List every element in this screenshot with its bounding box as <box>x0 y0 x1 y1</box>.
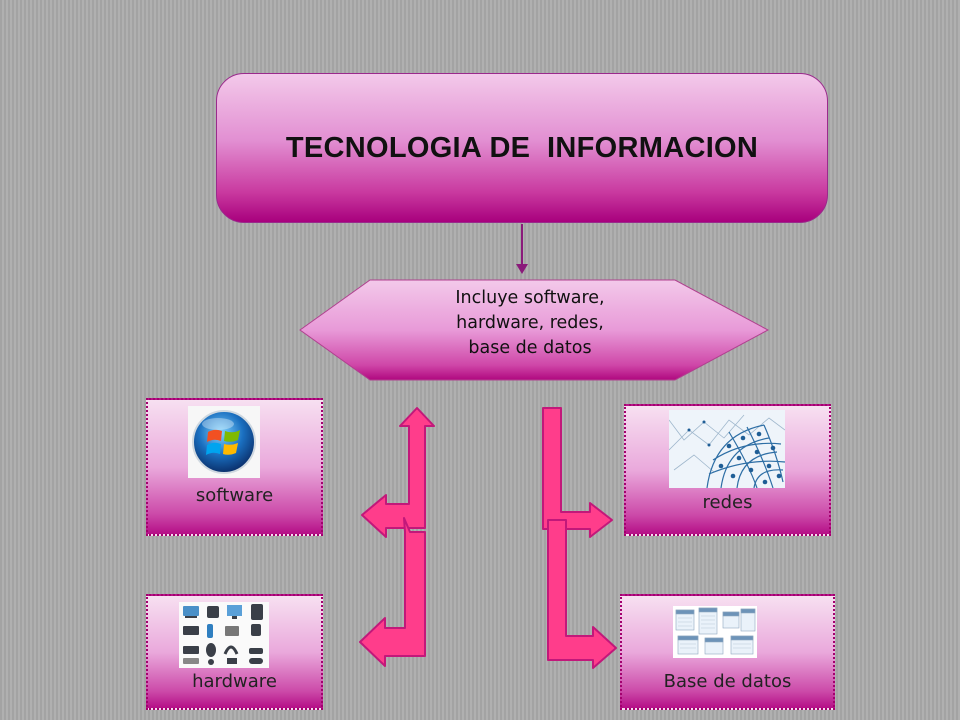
label-software: software <box>195 485 274 506</box>
label-database: Base de datos <box>663 671 792 692</box>
windows-logo-icon <box>188 406 260 478</box>
center-hexagon <box>299 279 770 381</box>
arrow-to-software <box>361 407 435 538</box>
center-text: Incluye software, hardware, redes, base … <box>385 286 675 361</box>
node-hardware: hardware <box>146 594 323 710</box>
diagram-title: TECNOLOGIA DE INFORMACION <box>285 131 759 164</box>
arrow-to-redes <box>542 407 613 538</box>
label-hardware: hardware <box>192 671 277 692</box>
database-tables-icon <box>673 606 757 658</box>
center-line-3: base de datos <box>468 338 592 358</box>
node-redes: redes <box>624 404 831 536</box>
node-database: Base de datos <box>620 594 835 710</box>
arrow-to-hardware <box>359 517 426 667</box>
center-line-1: Incluye software, <box>455 288 605 308</box>
title-box: TECNOLOGIA DE INFORMACION <box>216 73 828 223</box>
connector-arrow <box>516 224 528 274</box>
arrow-to-database <box>547 519 617 669</box>
center-line-2: hardware, redes, <box>456 313 604 333</box>
label-redes: redes <box>702 492 753 513</box>
node-software: software <box>146 398 323 536</box>
network-globe-icon <box>669 410 785 488</box>
hardware-devices-icon <box>179 602 269 668</box>
